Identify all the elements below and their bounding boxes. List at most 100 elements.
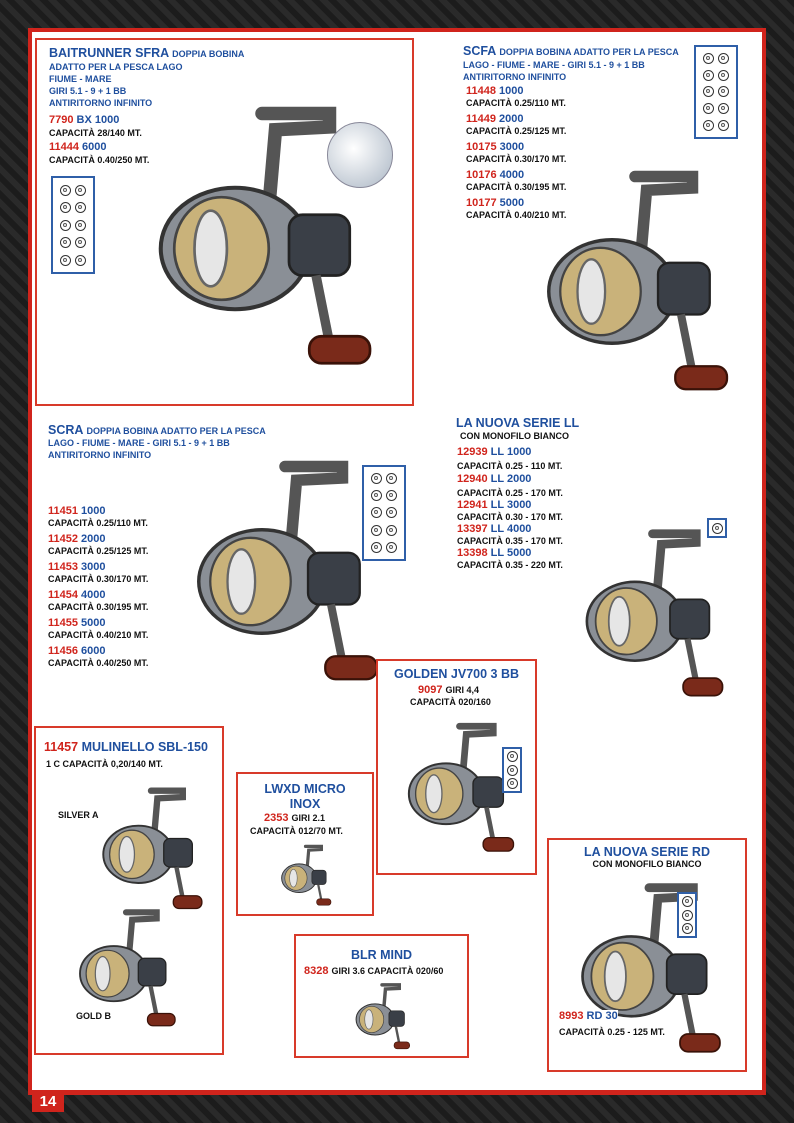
reel-image [170, 415, 400, 725]
product-code: 12941 LL 3000 [457, 499, 532, 511]
capacity: CAPACITÀ 0.25/125 MT. [466, 126, 567, 136]
product-code: 10176 4000 [466, 169, 525, 181]
ll-title: LA NUOVA SERIE LL [456, 416, 580, 430]
sbl-panel: 11457 MULINELLO SBL-150 1 C CAPACITÀ 0,2… [34, 726, 224, 1055]
feature-icon [718, 86, 729, 98]
product-code: 8328 GIRI 3.6 CAPACITÀ 020/60 [304, 965, 444, 977]
scra-line-1: LAGO - FIUME - MARE - GIRI 5.1 - 9 + 1 B… [48, 438, 230, 448]
baitrunner-line-3: GIRI 5.1 - 9 + 1 BB [49, 86, 127, 96]
feature-icon [718, 103, 729, 115]
sbl-title: 11457 MULINELLO SBL-150 [44, 740, 208, 754]
feature-icon [371, 473, 382, 485]
reel-image [268, 840, 343, 910]
feature-icon [718, 69, 729, 81]
feature-icons [707, 518, 727, 538]
blr-title: BLR MIND [350, 948, 413, 962]
capacity: CAPACITÀ 0.30 - 170 MT. [457, 512, 563, 522]
product-code: 12939 LL 1000 [457, 446, 532, 458]
feature-icon [506, 777, 518, 789]
capacity: CAPACITÀ 0.25/110 MT. [48, 518, 148, 528]
page-number: 14 [32, 1090, 64, 1112]
feature-icon [506, 751, 518, 763]
scfa-line-2: ANTIRITORNO INFINITO [463, 72, 567, 82]
product-code: 11454 4000 [48, 589, 106, 601]
feature-icon [60, 254, 71, 266]
capacity: CAPACITÀ 0.30/195 MT. [48, 602, 149, 612]
reel-image [565, 470, 740, 755]
feature-icon [371, 490, 382, 502]
feature-icon [75, 184, 86, 196]
feature-icon [60, 237, 71, 248]
feature-icon [681, 896, 693, 908]
product-code: 11452 2000 [48, 533, 106, 545]
feature-icons [502, 747, 522, 793]
rd-title: LA NUOVA SERIE RD [584, 845, 710, 859]
feature-icon [718, 52, 729, 64]
feature-icon [60, 184, 71, 196]
feature-icon [75, 202, 86, 213]
capacity: CAPACITÀ 0.25/125 MT. [48, 546, 149, 556]
product-code: 11444 6000 [49, 141, 107, 153]
golden-panel: GOLDEN JV700 3 BB 9097 GIRI 4,4 CAPACITÀ… [376, 659, 537, 875]
baitrunner-line-1: ADATTO PER LA PESCA LAGO [49, 62, 183, 72]
capacity: CAPACITÀ 0.30/170 MT. [466, 154, 567, 164]
capacity: CAPACITÀ 0.30/170 MT. [48, 574, 149, 584]
golden-capacity: CAPACITÀ 020/160 [410, 697, 491, 707]
ll-subtitle: CON MONOFILO BIANCO [460, 431, 569, 441]
sbl-capacity: 1 C CAPACITÀ 0,20/140 MT. [46, 759, 163, 769]
feature-icon [386, 473, 397, 485]
rd-panel: LA NUOVA SERIE RD CON MONOFILO BIANCO 89… [547, 838, 747, 1072]
product-code: 7790 BX 1000 [49, 114, 120, 126]
scfa-title: SCFA DOPPIA BOBINA ADATTO PER LA PESCA [463, 44, 679, 58]
blr-panel: BLR MIND 8328 GIRI 3.6 CAPACITÀ 020/60 [294, 934, 469, 1058]
feature-icon [681, 922, 693, 934]
feature-icon [75, 219, 86, 231]
capacity: CAPACITÀ 0.35 - 170 MT. [457, 536, 563, 546]
capacity: CAPACITÀ 0.25 - 110 MT. [457, 461, 563, 471]
product-code: 9097 GIRI 4,4 [418, 684, 480, 696]
feature-icon [386, 541, 397, 553]
lwxd-capacity: CAPACITÀ 012/70 MT. [250, 826, 343, 836]
scra-title: SCRA DOPPIA BOBINA ADATTO PER LA PESCA [48, 423, 266, 437]
golden-title: GOLDEN JV700 3 BB [393, 667, 520, 681]
lwxd-title-2: INOX [289, 797, 321, 811]
reel-image [332, 978, 432, 1054]
capacity: CAPACITÀ 0.35 - 220 MT. [457, 560, 563, 570]
product-code: 13398 LL 5000 [457, 547, 532, 559]
product-code: 10175 3000 [466, 141, 525, 153]
product-code: 11448 1000 [466, 85, 524, 97]
feature-icon [506, 764, 518, 776]
capacity: CAPACITÀ 0.40/250 MT. [48, 658, 149, 668]
feature-icon [60, 202, 71, 213]
product-code: 10177 5000 [466, 197, 525, 209]
feature-icons [362, 465, 406, 561]
product-code: 11455 5000 [48, 617, 106, 629]
sbl-label-b: GOLD B [76, 1011, 111, 1021]
scra-line-2: ANTIRITORNO INFINITO [48, 450, 152, 460]
feature-icon [703, 52, 714, 64]
feature-icon [703, 86, 714, 98]
reel-image [51, 900, 201, 1035]
bail-detail-image [327, 122, 393, 188]
capacity: CAPACITÀ 0.25 - 170 MT. [457, 488, 563, 498]
feature-icon [681, 909, 693, 921]
baitrunner-line-4: ANTIRITORNO INFINITO [49, 98, 153, 108]
feature-icon [718, 120, 729, 132]
feature-icon [60, 219, 71, 231]
feature-icon [386, 507, 397, 519]
lwxd-title-1: LWXD MICRO [264, 782, 346, 796]
feature-icon [386, 490, 397, 502]
capacity: CAPACITÀ 0.40/210 MT. [48, 630, 149, 640]
baitrunner-panel: BAITRUNNER SFRA DOPPIA BOBINA ADATTO PER… [35, 38, 414, 406]
product-code: 2353 GIRI 2.1 [264, 812, 326, 824]
feature-icon [75, 254, 86, 266]
baitrunner-line-2: FIUME - MARE [49, 74, 112, 84]
product-code: 11451 1000 [48, 505, 106, 517]
feature-icon [703, 69, 714, 81]
product-code: 11449 2000 [466, 113, 524, 125]
scfa-line-1: LAGO - FIUME - MARE - GIRI 5.1 - 9 + 1 B… [463, 60, 645, 70]
feature-icons [677, 892, 697, 938]
sbl-label-a: SILVER A [58, 810, 99, 820]
capacity: CAPACITÀ 0.40/250 MT. [49, 155, 150, 165]
reel-image [86, 778, 216, 918]
